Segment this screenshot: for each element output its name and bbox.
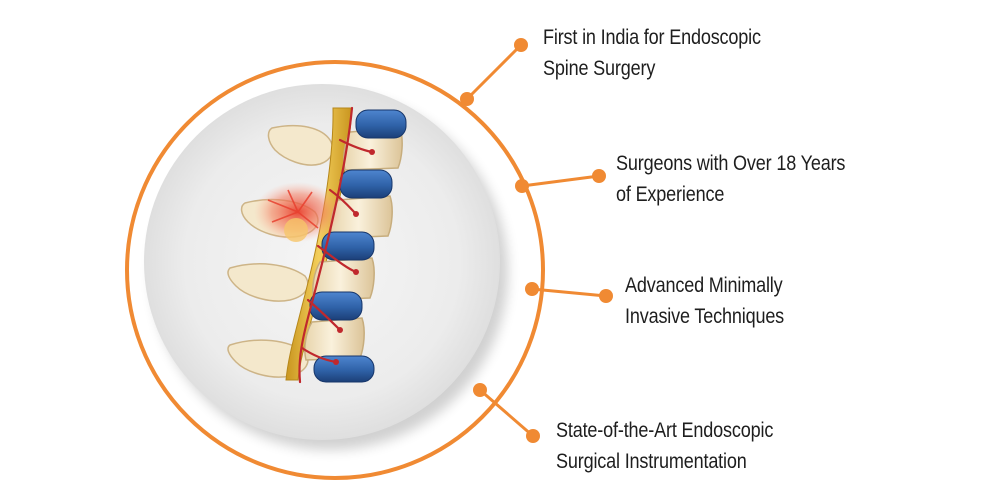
- connector-line-1: [465, 43, 523, 101]
- outer-ring: [125, 60, 545, 480]
- feature-label-4: State-of-the-Art Endoscopic Surgical Ins…: [556, 415, 773, 477]
- connector-line-4: [479, 388, 534, 438]
- connector-line-3: [531, 287, 607, 298]
- feature-3-line-2: Invasive Techniques: [625, 305, 785, 328]
- connector-dots: [460, 38, 613, 443]
- feature-4-line-1: State-of-the-Art Endoscopic: [556, 419, 774, 442]
- disc-3: [321, 231, 375, 261]
- ring-dot-2: [515, 179, 529, 193]
- end-dot-3: [599, 289, 613, 303]
- connector-line-2: [521, 174, 600, 188]
- feature-2-line-2: of Experience: [616, 183, 725, 206]
- end-dot-4: [526, 429, 540, 443]
- connectors: [465, 43, 607, 438]
- disc-2: [339, 169, 393, 199]
- disc-1: [355, 109, 407, 139]
- ring-dot-4: [473, 383, 487, 397]
- feature-1-line-2: Spine Surgery: [543, 57, 656, 80]
- feature-label-3: Advanced Minimally Invasive Techniques: [625, 270, 784, 332]
- disc-4: [309, 291, 363, 321]
- pain-rays: [267, 189, 319, 229]
- feature-3-line-1: Advanced Minimally: [625, 274, 783, 297]
- ring-dot-1: [460, 92, 474, 106]
- feature-label-1: First in India for Endoscopic Spine Surg…: [543, 22, 761, 84]
- nerve-endings: [333, 149, 375, 365]
- end-dot-2: [592, 169, 606, 183]
- feature-4-line-2: Surgical Instrumentation: [556, 450, 747, 473]
- feature-label-2: Surgeons with Over 18 Years of Experienc…: [616, 148, 845, 210]
- disc-5: [313, 355, 375, 383]
- spine-illustration: [227, 106, 407, 384]
- end-dot-1: [514, 38, 528, 52]
- pain-focus: [284, 218, 308, 242]
- feature-1-line-1: First in India for Endoscopic: [543, 26, 761, 49]
- ring-dot-3: [525, 282, 539, 296]
- feature-2-line-1: Surgeons with Over 18 Years: [616, 152, 846, 175]
